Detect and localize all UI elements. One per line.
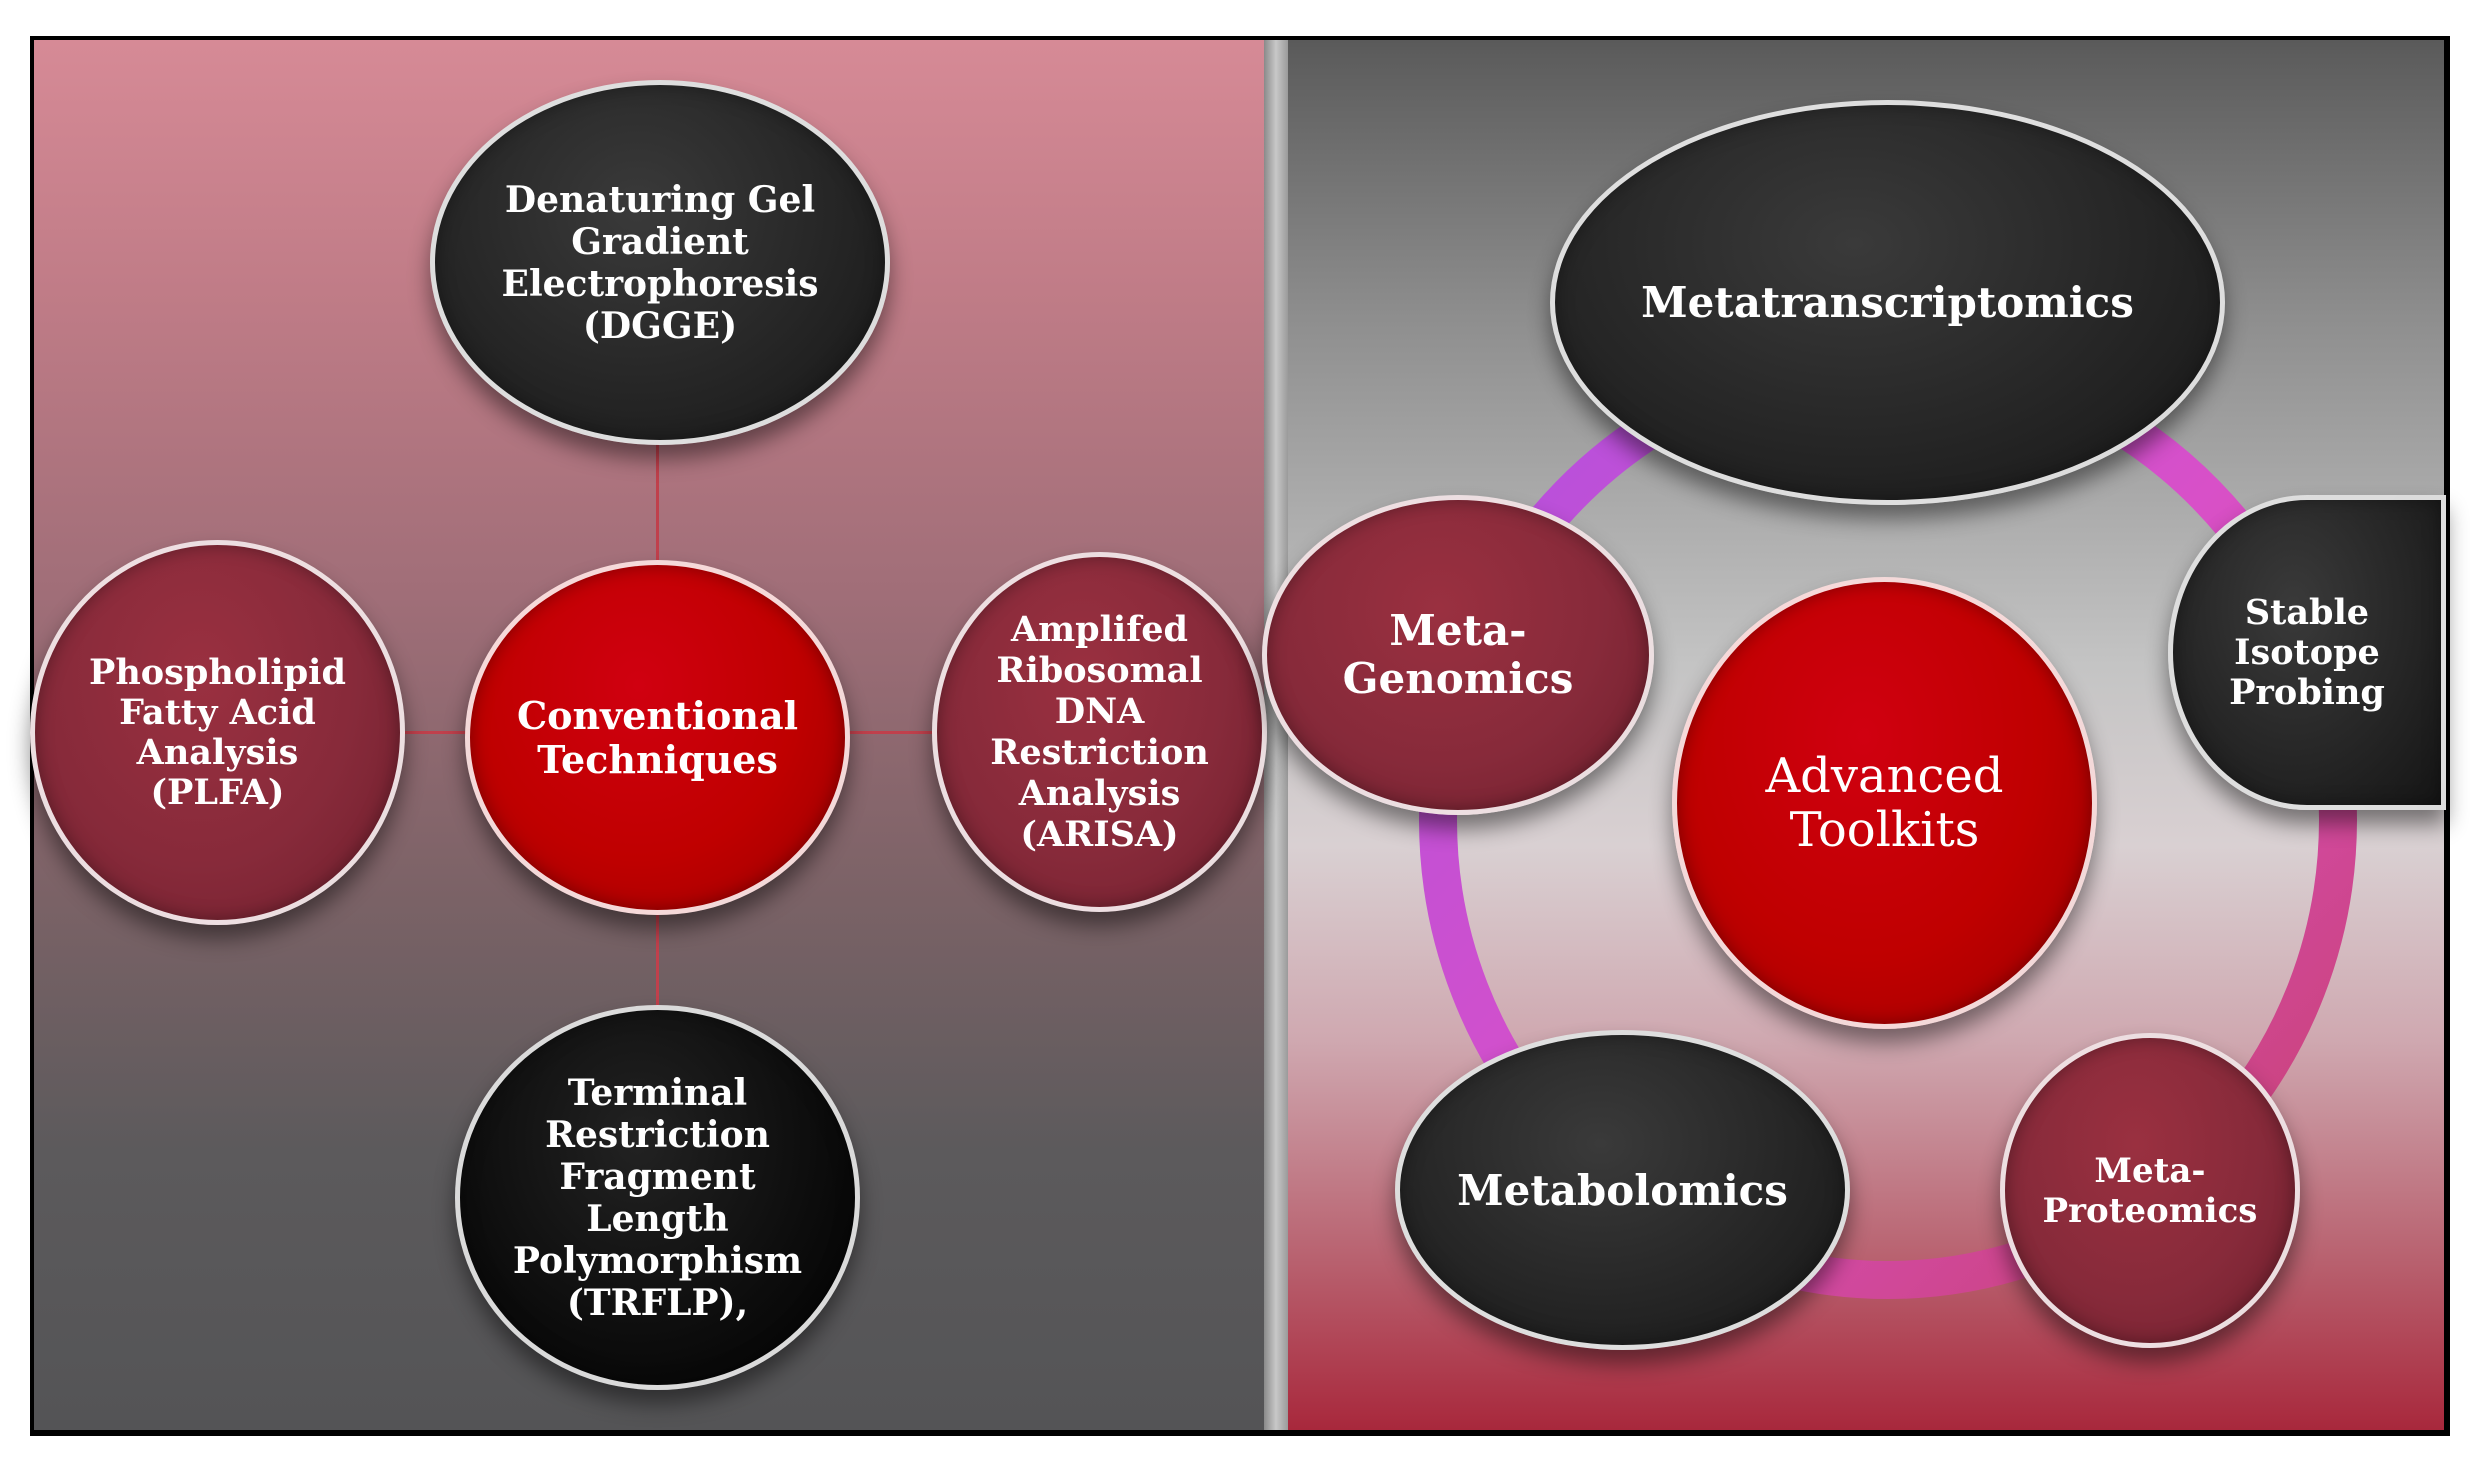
node-stable-isotope-probing-label: Stable Isotope Probing [2229, 591, 2385, 713]
connector-center-left [400, 731, 470, 734]
node-metagenomics-label: Meta- Genomics [1342, 606, 1574, 703]
node-metaproteomics: Meta- Proteomics [2000, 1033, 2300, 1348]
node-metatranscriptomics-label: Metatranscriptomics [1641, 278, 2134, 327]
node-metabolomics: Metabolomics [1395, 1030, 1850, 1350]
node-plfa: Phospholipid Fatty Acid Analysis (PLFA) [30, 540, 405, 925]
node-metatranscriptomics: Metatranscriptomics [1550, 100, 2225, 505]
panel-divider [1264, 40, 1288, 1430]
node-arisa: Amplifed Ribosomal DNA Restriction Analy… [932, 552, 1267, 912]
connector-center-right [845, 731, 940, 734]
node-advanced-toolkits-label: Advanced Toolkits [1765, 748, 2004, 858]
node-dgge-label: Denaturing Gel Gradient Electrophoresis … [501, 178, 819, 347]
node-conventional-techniques: Conventional Techniques [465, 560, 850, 915]
node-trflp-label: Terminal Restriction Fragment Length Pol… [512, 1071, 803, 1324]
node-metaproteomics-label: Meta- Proteomics [2042, 1150, 2258, 1231]
node-metabolomics-label: Metabolomics [1457, 1165, 1788, 1215]
node-stable-isotope-probing: Stable Isotope Probing [2168, 495, 2446, 810]
node-plfa-label: Phospholipid Fatty Acid Analysis (PLFA) [89, 651, 346, 813]
node-dgge: Denaturing Gel Gradient Electrophoresis … [430, 80, 890, 445]
connector-center-bottom [656, 910, 659, 1020]
connector-center-top [656, 440, 659, 570]
node-advanced-toolkits: Advanced Toolkits [1672, 577, 2097, 1029]
node-conventional-techniques-label: Conventional Techniques [516, 692, 799, 782]
node-metagenomics: Meta- Genomics [1262, 495, 1654, 815]
node-trflp: Terminal Restriction Fragment Length Pol… [455, 1005, 860, 1390]
node-arisa-label: Amplifed Ribosomal DNA Restriction Analy… [990, 609, 1209, 855]
